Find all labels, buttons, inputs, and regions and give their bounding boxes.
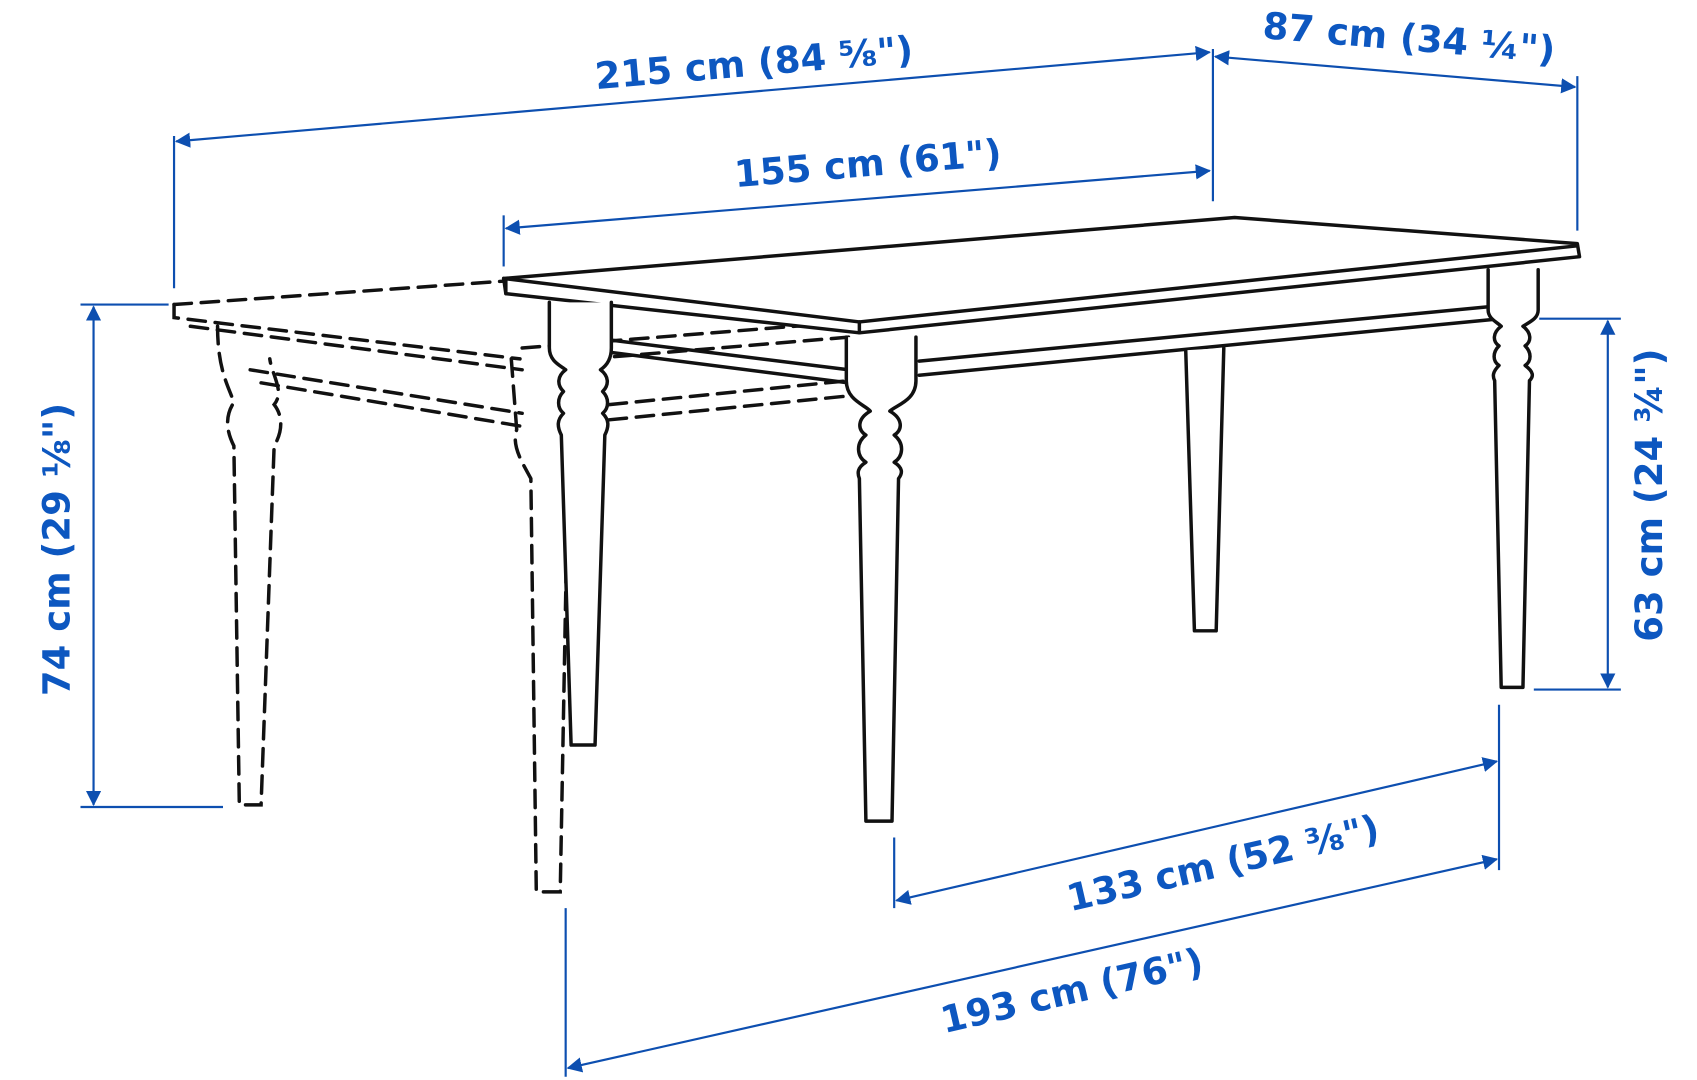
dim-clearance: 63 cm (24 ¾") — [1533, 317, 1671, 691]
leg-front-left — [844, 335, 918, 823]
label-extended-length: 215 cm (84 ⅝") — [593, 28, 915, 98]
dim-leg-span: 133 cm (52 ⅜") — [893, 704, 1501, 921]
leg-back-right — [1183, 346, 1226, 633]
label-height: 74 cm (29 ⅛") — [36, 403, 79, 696]
table-top — [501, 215, 1582, 335]
extension-leaf-dashed — [172, 278, 851, 894]
dim-height: 74 cm (29 ⅛") — [36, 303, 224, 809]
label-closed-length: 155 cm (61") — [733, 131, 1003, 196]
label-clearance: 63 cm (24 ¾") — [1628, 348, 1671, 641]
dim-depth: 87 cm (34 ¼") — [1211, 4, 1579, 231]
label-depth: 87 cm (34 ¼") — [1261, 4, 1557, 71]
dim-extended-leg-span: 193 cm (76") — [564, 854, 1499, 1077]
leg-front-right — [1486, 267, 1540, 690]
leg-back-left — [547, 300, 614, 747]
label-leg-span: 133 cm (52 ⅜") — [1063, 807, 1384, 921]
